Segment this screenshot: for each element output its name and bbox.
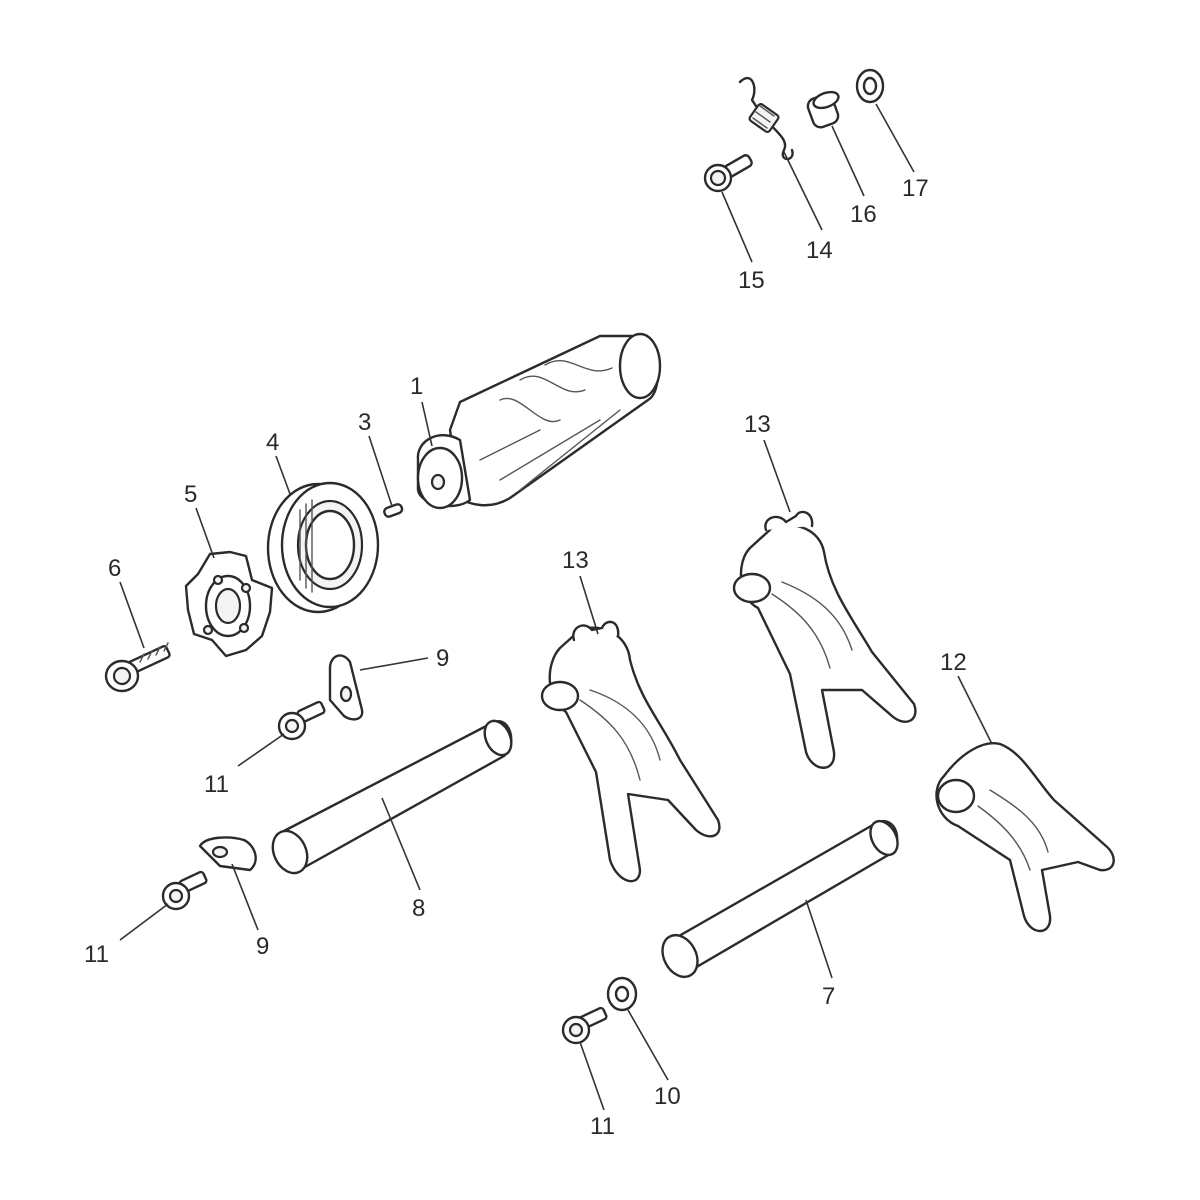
leader-13b <box>763 439 791 513</box>
retaining-plate <box>328 654 364 721</box>
callout-17: 17 <box>902 175 929 202</box>
callout-15: 15 <box>738 267 765 294</box>
screw <box>161 870 208 911</box>
selector-drum <box>416 332 662 510</box>
selector-fork <box>540 620 721 883</box>
callout-11c: 11 <box>590 1113 615 1140</box>
leader-7 <box>805 899 833 979</box>
leader-4 <box>275 455 291 495</box>
fork-shaft <box>661 819 899 979</box>
callout-16: 16 <box>850 201 877 228</box>
leader-8 <box>381 797 421 891</box>
retaining-plate <box>198 836 257 872</box>
bearing <box>266 481 380 614</box>
leader-11a <box>237 733 285 767</box>
callout-11b: 11 <box>84 941 109 968</box>
callout-3: 3 <box>358 409 371 436</box>
fork-shaft <box>271 719 513 875</box>
leader-5 <box>195 507 215 559</box>
screw <box>277 700 326 741</box>
detent-star <box>184 550 274 658</box>
washer <box>606 976 638 1012</box>
leader-17 <box>875 103 915 173</box>
callout-9a: 9 <box>436 645 449 672</box>
dowel-pin <box>383 503 404 518</box>
callout-11a: 11 <box>204 771 229 798</box>
screw <box>561 1006 608 1045</box>
callout-1: 1 <box>410 373 423 400</box>
leader-15 <box>721 191 753 263</box>
leader-6 <box>119 581 145 649</box>
callout-13a: 13 <box>562 547 589 574</box>
bolt <box>703 154 753 193</box>
callout-7: 7 <box>822 983 835 1010</box>
washer <box>855 68 885 104</box>
selector-fork <box>935 742 1115 933</box>
selector-fork <box>732 510 917 769</box>
leader-9a <box>359 657 429 671</box>
return-spring <box>738 76 794 161</box>
callout-5: 5 <box>184 481 197 508</box>
callout-8: 8 <box>412 895 425 922</box>
leader-3 <box>368 435 393 507</box>
callout-6: 6 <box>108 555 121 582</box>
leader-11b <box>119 903 169 941</box>
callout-4: 4 <box>266 429 279 456</box>
callout-14: 14 <box>806 237 833 264</box>
bolt <box>104 642 171 693</box>
callout-12: 12 <box>940 649 967 676</box>
leader-lines <box>119 103 993 1111</box>
leader-12 <box>957 675 993 745</box>
callout-13b: 13 <box>744 411 771 438</box>
callout-9b: 9 <box>256 933 269 960</box>
leader-1 <box>421 401 433 447</box>
leader-14 <box>783 151 823 231</box>
callout-10: 10 <box>654 1083 681 1110</box>
leader-16 <box>831 125 865 197</box>
leader-10 <box>627 1009 669 1081</box>
leader-13a <box>579 575 599 635</box>
callout-labels: 1 3 4 5 6 7 8 9 9 10 11 11 11 12 13 13 1… <box>84 175 967 1140</box>
spacer <box>806 90 840 129</box>
leader-9b <box>231 863 259 931</box>
leader-11c <box>579 1041 605 1111</box>
